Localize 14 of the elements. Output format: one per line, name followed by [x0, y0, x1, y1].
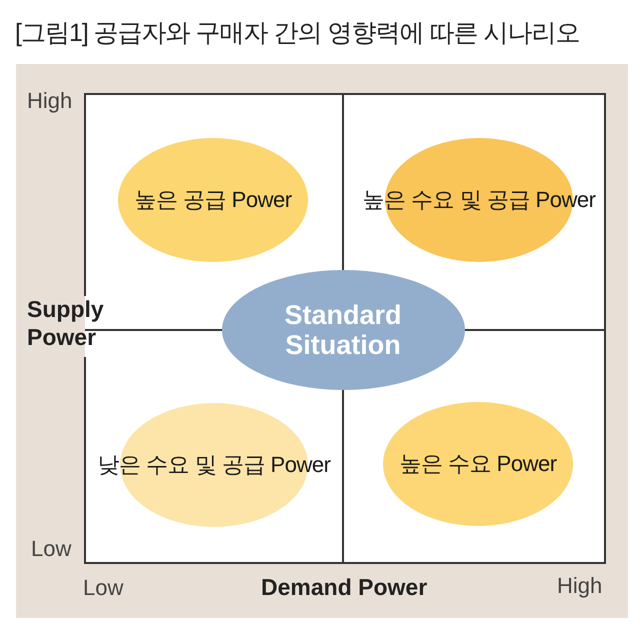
axis-value-label: Low: [31, 536, 72, 562]
ellipse-label: Standard Situation: [283, 300, 403, 360]
axis-value-label: Low: [83, 575, 124, 602]
axis-value-label: High: [557, 573, 602, 600]
axis-title: Demand Power: [261, 574, 428, 602]
ellipse-label: 낮은 수요 및 공급 Power: [98, 452, 330, 478]
axis-title: Supply Power: [27, 295, 105, 351]
scenario-ellipse: [118, 138, 308, 262]
axis-value-label: High: [27, 88, 72, 114]
scenario-ellipse: [222, 270, 464, 390]
ellipse-label: 높은 공급 Power: [134, 188, 292, 212]
ellipse-label: 높은 수요 Power: [399, 452, 557, 476]
title: [그림1] 공급자와 구매자 간의 영향력에 따른 시나리오: [15, 18, 580, 48]
scenario-ellipse: [383, 402, 573, 526]
